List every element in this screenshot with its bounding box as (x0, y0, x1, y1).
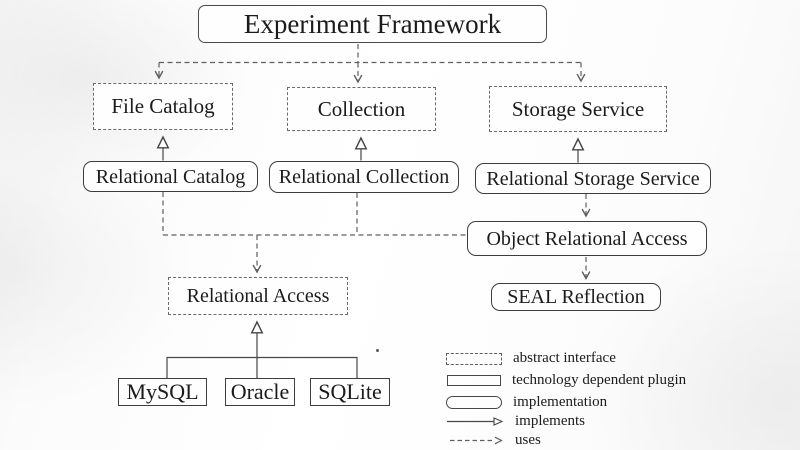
dashed-rect-swatch-icon (446, 352, 502, 365)
rounded-rect-swatch-icon (446, 396, 502, 409)
legend-label: implements (515, 413, 585, 429)
solid-arrow-swatch-icon (447, 417, 504, 426)
legend-item-uses: uses (449, 432, 541, 449)
legend-item-implementation: implementation (446, 394, 607, 411)
node-mysql-label: MySQL (126, 379, 199, 404)
node-sqlite: SQLite (310, 378, 390, 406)
node-relational-access: Relational Access (168, 277, 348, 315)
node-relational-storage-service: Relational Storage Service (475, 163, 711, 194)
node-relational-catalog: Relational Catalog (83, 161, 258, 192)
node-experiment-framework: Experiment Framework (198, 5, 547, 43)
node-object-relational-access-label: Object Relational Access (486, 227, 688, 250)
implements-edges (163, 137, 578, 378)
node-sqlite-label: SQLite (318, 379, 382, 404)
legend-label: uses (515, 432, 541, 448)
legend-item-implements: implements (446, 413, 585, 430)
legend-label: technology dependent plugin (512, 372, 687, 388)
dashed-arrow-swatch-icon (450, 436, 503, 445)
node-relational-storage-service-label: Relational Storage Service (486, 167, 700, 190)
node-object-relational-access: Object Relational Access (467, 221, 707, 256)
node-mysql: MySQL (118, 378, 207, 406)
node-file-catalog-label: File Catalog (111, 94, 215, 118)
node-relational-collection-label: Relational Collection (278, 166, 450, 188)
node-seal-reflection-label: SEAL Reflection (507, 286, 645, 308)
edge-db-bus (166, 356, 358, 378)
node-experiment-framework-label: Experiment Framework (243, 8, 502, 39)
node-oracle: Oracle (225, 378, 295, 406)
node-relational-collection: Relational Collection (269, 161, 459, 193)
node-storage-service: Storage Service (489, 86, 667, 132)
uses-edges (154, 44, 591, 280)
node-seal-reflection: SEAL Reflection (491, 283, 661, 311)
node-relational-access-label: Relational Access (186, 285, 330, 307)
legend-item-abstract-interface: abstract interface (446, 350, 616, 367)
solid-rect-swatch-icon (447, 375, 501, 386)
legend-item-technology-dependent-plugin: technology dependent plugin (447, 372, 686, 389)
legend-label: implementation (513, 394, 608, 410)
legend-label: abstract interface (513, 350, 616, 366)
node-storage-service-label: Storage Service (511, 96, 645, 121)
node-collection-label: Collection (317, 96, 406, 121)
node-file-catalog: File Catalog (93, 83, 233, 130)
node-relational-catalog-label: Relational Catalog (95, 165, 246, 188)
stray-dot (376, 349, 379, 352)
node-collection: Collection (287, 87, 436, 131)
node-oracle-label: Oracle (230, 379, 290, 404)
